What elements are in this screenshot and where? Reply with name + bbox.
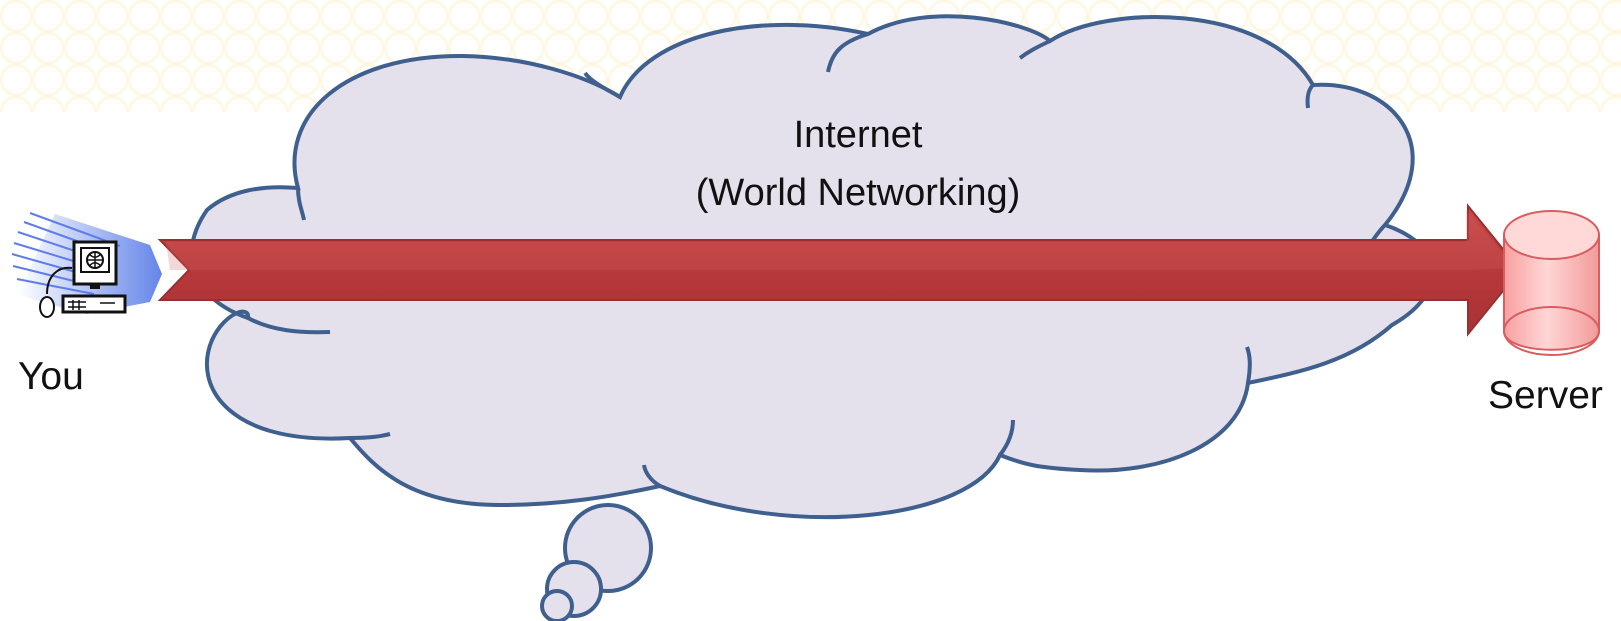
mouse-icon: [39, 296, 55, 318]
internet-subtitle: (World Networking): [696, 172, 1020, 214]
thought-bubbles: [540, 503, 653, 621]
connection-arrow: [157, 203, 1522, 337]
internet-title: Internet: [794, 114, 923, 156]
client-computer-icon: [11, 212, 162, 318]
server-label: Server: [1488, 374, 1603, 417]
client-label: You: [18, 355, 84, 398]
thought-bubble-small: [540, 589, 574, 621]
server-icon: [1503, 210, 1600, 356]
